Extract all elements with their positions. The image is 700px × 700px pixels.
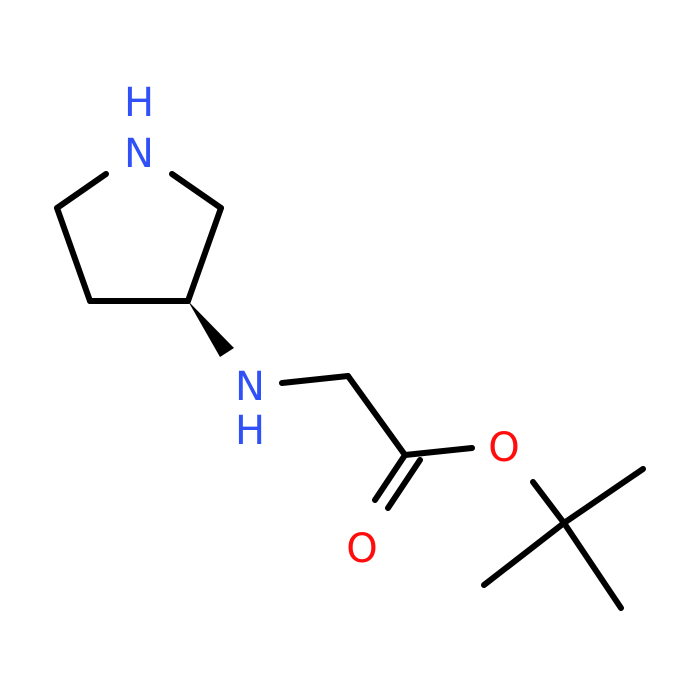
ester-oxygen-label: O — [488, 425, 519, 471]
wedge-bond — [188, 301, 234, 357]
bond-carbonyl-double-outer — [372, 452, 408, 503]
bond-ring-c2-c3 — [54, 205, 93, 304]
bond-tbu-methyl-1 — [561, 466, 646, 526]
ring-nitrogen-hydrogen: H — [124, 80, 154, 126]
amine-nitrogen-symbol: N — [235, 364, 265, 410]
carbonyl-oxygen-label: O — [346, 526, 377, 572]
bond-ester-o-quaternary-c — [530, 479, 567, 526]
bond-ring-c5-n — [169, 171, 224, 211]
bond-carbonyl-ester-o — [402, 445, 475, 458]
amine-nitrogen-hydrogen: H — [235, 408, 265, 454]
amine-nitrogen-label: N H — [235, 364, 265, 454]
bond-nh-ch2 — [279, 373, 351, 386]
bond-tbu-methyl-3 — [561, 520, 624, 611]
bond-tbu-methyl-2 — [481, 520, 567, 588]
bond-ring-c4-c5 — [185, 205, 224, 304]
bond-ring-n-c2 — [54, 171, 109, 211]
ring-nitrogen-symbol: N — [124, 131, 154, 177]
bond-ch2-carbonyl — [345, 373, 408, 458]
ring-nitrogen-label: H N — [124, 80, 154, 177]
bond-carbonyl-double-inner — [385, 457, 423, 511]
